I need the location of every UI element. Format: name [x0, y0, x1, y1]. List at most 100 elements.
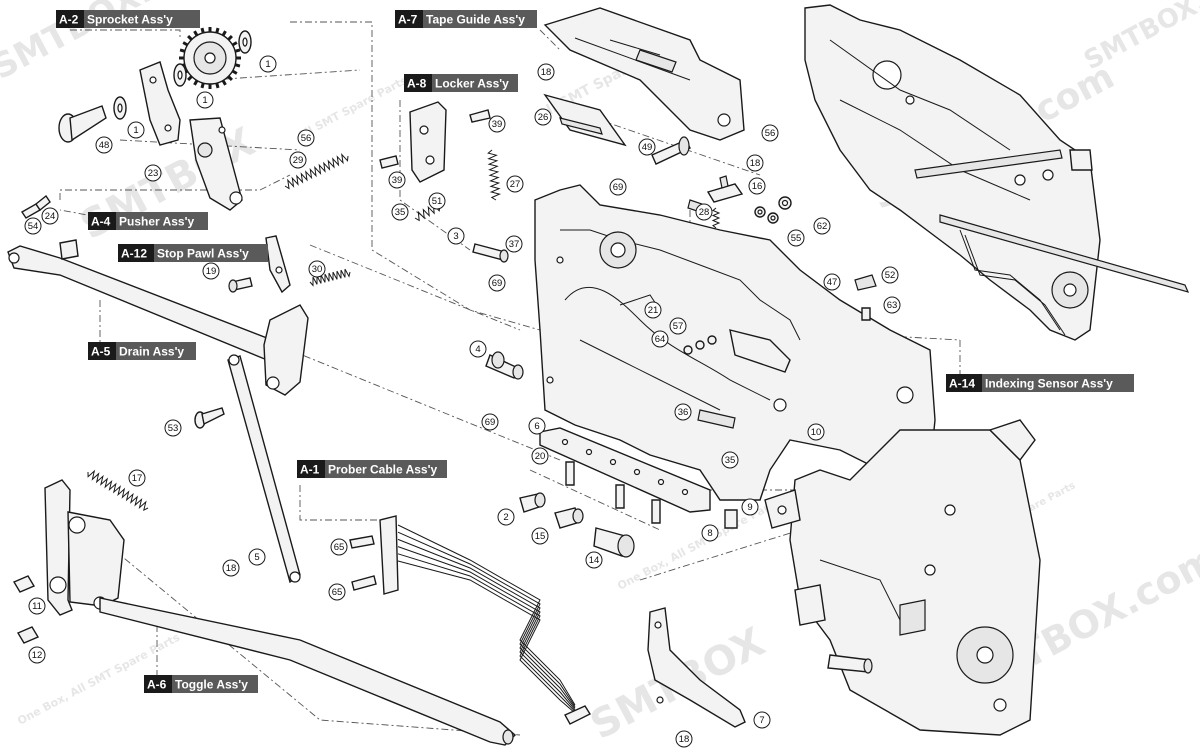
svg-text:47: 47	[827, 277, 838, 288]
callout-number: 29	[289, 151, 307, 169]
callout-number: 28	[695, 203, 713, 221]
svg-text:16: 16	[752, 181, 763, 192]
bracket-9	[764, 489, 873, 674]
callout-number: 37	[505, 235, 523, 253]
assembly-code: A-2	[59, 13, 79, 27]
pin-4	[485, 351, 524, 380]
svg-text:56: 56	[765, 128, 776, 139]
sprocket-gear	[179, 27, 241, 89]
screws-65	[349, 535, 377, 591]
callout-number: 39	[388, 171, 406, 189]
assembly-name: Sprocket Ass'y	[87, 13, 173, 27]
assembly-name: Indexing Sensor Ass'y	[985, 377, 1113, 391]
spring-28	[711, 207, 721, 229]
callout-number: 1	[127, 121, 145, 139]
screws-20	[565, 461, 661, 524]
svg-text:52: 52	[885, 270, 896, 281]
cover-plate-26	[543, 93, 627, 147]
callout-number: 18	[537, 63, 555, 81]
callout-number: 7	[753, 711, 771, 729]
callout-number: 56	[761, 124, 779, 142]
assembly-code: A-14	[949, 377, 975, 391]
svg-text:65: 65	[332, 587, 343, 598]
callout-number: 65	[328, 583, 346, 601]
bottom-bracket-7	[647, 607, 746, 728]
svg-text:2: 2	[503, 512, 508, 523]
svg-text:18: 18	[679, 734, 690, 745]
svg-text:55: 55	[791, 233, 802, 244]
svg-text:51: 51	[432, 196, 443, 207]
svg-text:3: 3	[453, 231, 458, 242]
callout-number: 21	[644, 301, 662, 319]
svg-text:6: 6	[534, 421, 539, 432]
callout-number: 2	[497, 508, 515, 526]
svg-text:23: 23	[148, 168, 159, 179]
svg-text:20: 20	[535, 451, 546, 462]
nuts-62-55	[754, 196, 792, 224]
svg-text:62: 62	[817, 221, 828, 232]
svg-text:35: 35	[725, 455, 736, 466]
callout-number: 23	[144, 164, 162, 182]
assembly-code: A-7	[398, 13, 418, 27]
part-14	[593, 527, 635, 558]
sprocket-plate	[139, 61, 243, 211]
assembly-code: A-4	[91, 215, 111, 229]
locker-bracket	[379, 101, 491, 183]
svg-text:14: 14	[589, 555, 600, 566]
svg-text:36: 36	[678, 407, 689, 418]
callout-number: 10	[807, 423, 825, 441]
svg-text:39: 39	[492, 119, 503, 130]
callout-number: 24	[41, 207, 59, 225]
assembly-code: A-12	[121, 247, 147, 261]
svg-text:65: 65	[334, 542, 345, 553]
assembly-code: A-1	[300, 463, 320, 477]
callout-number: 18	[675, 730, 693, 748]
callout-number: 1	[259, 55, 277, 73]
side-plate	[789, 419, 1041, 736]
part-2	[519, 492, 546, 513]
pusher-screws	[21, 194, 51, 219]
svg-text:24: 24	[45, 211, 56, 222]
svg-text:63: 63	[887, 300, 898, 311]
svg-text:26: 26	[538, 112, 549, 123]
callout-number: 35	[391, 203, 409, 221]
watermark-text: All SMT Spare Parts	[295, 73, 410, 142]
svg-text:49: 49	[642, 142, 653, 153]
svg-text:8: 8	[707, 528, 712, 539]
svg-text:12: 12	[32, 650, 43, 661]
callout-number: 35	[721, 451, 739, 469]
callout-number: 11	[28, 597, 46, 615]
callout-number: 64	[651, 330, 669, 348]
assembly-name: Prober Cable Ass'y	[328, 463, 437, 477]
connecting-rod	[227, 354, 301, 584]
svg-text:64: 64	[655, 334, 666, 345]
callout-number: 16	[748, 177, 766, 195]
pin-49	[651, 136, 691, 165]
spring-29	[284, 152, 349, 190]
assembly-name: Tape Guide Ass'y	[426, 13, 525, 27]
callout-number: 51	[428, 192, 446, 210]
bracket-16	[706, 175, 744, 203]
callout-number: 47	[823, 273, 841, 291]
svg-text:27: 27	[510, 179, 521, 190]
svg-text:1: 1	[265, 59, 270, 70]
assembly-tag: A-7 Tape Guide Ass'y	[395, 10, 537, 28]
svg-text:56: 56	[301, 133, 312, 144]
callout-number: 27	[506, 175, 524, 193]
prober-cable	[379, 515, 592, 725]
assembly-code: A-8	[407, 77, 427, 91]
spring-30	[309, 268, 351, 287]
callout-number: 12	[28, 646, 46, 664]
svg-text:10: 10	[811, 427, 822, 438]
assembly-tag: A-1 Prober Cable Ass'y	[297, 460, 447, 478]
callout-number: 56	[297, 129, 315, 147]
svg-text:1: 1	[133, 125, 138, 136]
callout-number: 57	[669, 317, 687, 335]
callout-number: 49	[638, 138, 656, 156]
